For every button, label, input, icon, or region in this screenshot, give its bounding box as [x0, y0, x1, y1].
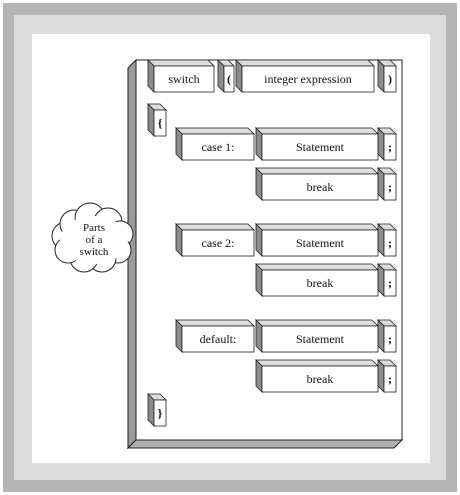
- default-sep2-box: [377, 359, 397, 393]
- open-paren-box: [217, 59, 235, 93]
- case-1-break-box: [255, 167, 379, 201]
- cloud-shape: [51, 202, 134, 273]
- case-1-sep2-box: [377, 167, 397, 201]
- case-1-sep1-box: [377, 127, 397, 161]
- close-brace-box: [147, 393, 167, 427]
- case-2-sep2-box: [377, 263, 397, 297]
- default-statement-box: [255, 319, 379, 353]
- default-label-box: [175, 319, 255, 353]
- open-brace-box: [147, 103, 167, 137]
- integer-expression-box: [235, 59, 375, 93]
- case-2-statement-box: [255, 223, 379, 257]
- default-break-box: [255, 359, 379, 393]
- default-sep1-box: [377, 319, 397, 353]
- close-paren-box: [377, 59, 397, 93]
- case-1-label-box: [175, 127, 255, 161]
- case-1-statement-box: [255, 127, 379, 161]
- case-2-label-box: [175, 223, 255, 257]
- case-2-break-box: [255, 263, 379, 297]
- switch-keyword-box: [147, 59, 215, 93]
- case-2-sep1-box: [377, 223, 397, 257]
